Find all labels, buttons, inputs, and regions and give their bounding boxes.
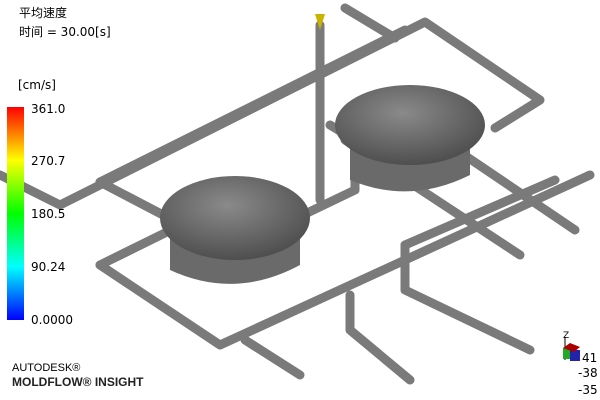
legend-tick: 180.5 (31, 207, 66, 221)
axis-z-label: Z (563, 331, 570, 341)
cavity-part-2 (335, 85, 485, 192)
result-title: 平均速度 (19, 6, 68, 20)
brand-product: MOLDFLOW® INSIGHT (12, 375, 144, 389)
color-legend-bar (7, 107, 24, 320)
axis-triad (563, 337, 580, 361)
legend-tick: 361.0 (31, 102, 66, 116)
legend-tick: 270.7 (31, 154, 66, 168)
legend-tick: 0.0000 (31, 313, 73, 327)
legend-unit: [cm/s] (18, 78, 56, 92)
axis-value: 41 (582, 351, 598, 365)
injection-cone-icon (315, 14, 325, 30)
cavity-part-1 (160, 176, 310, 284)
brand-company: AUTODESK® (12, 362, 81, 374)
axis-value: -38 (578, 366, 598, 380)
axis-value: -35 (578, 383, 598, 397)
time-label: 时间 = 30.00[s] (19, 25, 111, 39)
legend-tick: 90.24 (31, 260, 66, 274)
